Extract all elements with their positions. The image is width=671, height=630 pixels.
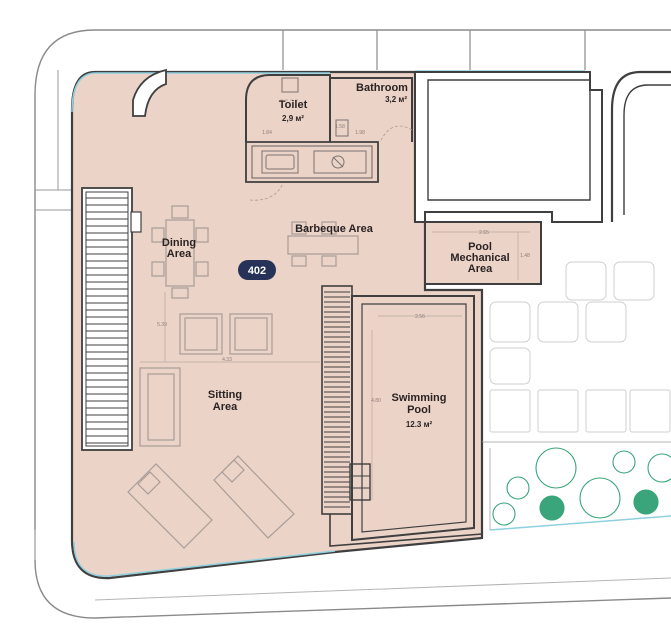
pool-label-2: Pool bbox=[407, 404, 431, 416]
pool-label-1: Swimming bbox=[391, 392, 446, 404]
dim-pool-mech-height: 1.48 bbox=[520, 253, 530, 259]
sitting-label-2: Area bbox=[213, 401, 238, 413]
pool-deck-treads bbox=[324, 291, 350, 508]
armchairs bbox=[179, 313, 273, 355]
dim-dining-height: 5.39 bbox=[157, 322, 167, 328]
adjacent-unit-wall bbox=[610, 70, 671, 222]
wet-rooms bbox=[245, 74, 413, 183]
bathroom-area: 3,2 м² bbox=[385, 95, 407, 104]
core-void-inner bbox=[427, 79, 591, 201]
outer-building-outline-inner bbox=[35, 70, 75, 211]
outdoor-paving bbox=[489, 261, 671, 433]
sofa bbox=[139, 367, 181, 447]
pool-mech-label-2: Mechanical bbox=[450, 252, 509, 264]
dimension-lines bbox=[140, 231, 530, 500]
pool-deck-stair bbox=[321, 285, 353, 515]
toilet-label: Toilet bbox=[279, 99, 308, 111]
barbeque-table bbox=[287, 221, 359, 267]
pool-ladder-icon bbox=[349, 463, 371, 501]
dim-toilet-width: 1.84 bbox=[262, 130, 272, 136]
swimming-pool bbox=[351, 295, 475, 542]
unit-badge bbox=[238, 260, 276, 280]
barbeque-label: Barbeque Area bbox=[295, 223, 374, 235]
upper-structure bbox=[282, 30, 586, 70]
glass-railing-right bbox=[489, 515, 671, 531]
left-stair bbox=[81, 187, 133, 451]
outer-ground-line bbox=[34, 530, 671, 601]
adjacent-unit-wall-inner bbox=[623, 84, 671, 215]
dim-living-width: 4.33 bbox=[222, 357, 232, 363]
grill-icon bbox=[313, 150, 367, 174]
garden-trees bbox=[492, 447, 671, 526]
unit-number: 402 bbox=[248, 265, 266, 277]
dining-label-1: Dining bbox=[162, 237, 196, 249]
dim-pool-mech-width: 2.65 bbox=[479, 230, 489, 236]
dim-bathroom-height: 1.58 bbox=[335, 124, 345, 130]
pool-mech-label-1: Pool bbox=[468, 241, 492, 253]
left-stair-treads bbox=[86, 197, 128, 444]
pool-mech-label-3: Area bbox=[468, 263, 493, 275]
pool-area: 12.3 м² bbox=[406, 420, 433, 429]
glass-railing bbox=[71, 72, 336, 577]
bathroom-label: Bathroom bbox=[356, 82, 408, 94]
sink-icon bbox=[261, 150, 299, 174]
sitting-label-1: Sitting bbox=[208, 389, 242, 401]
column-marker bbox=[130, 211, 142, 233]
decorative-wall-curve bbox=[132, 68, 167, 117]
toilet-fixture-icon bbox=[281, 77, 349, 137]
pool-ledge bbox=[329, 514, 483, 547]
outer-building-outline bbox=[34, 29, 671, 619]
dim-bathroom-width: 1.98 bbox=[355, 130, 365, 136]
sun-loungers bbox=[127, 455, 295, 549]
dim-pool-width: 2.56 bbox=[415, 314, 425, 320]
toilet-area: 2,9 м² bbox=[282, 114, 304, 123]
door-swings bbox=[249, 99, 413, 201]
swimming-pool-inner bbox=[361, 303, 467, 533]
dining-table bbox=[151, 205, 209, 299]
dim-pool-length: 4.80 bbox=[371, 398, 381, 404]
dining-label-2: Area bbox=[167, 248, 192, 260]
